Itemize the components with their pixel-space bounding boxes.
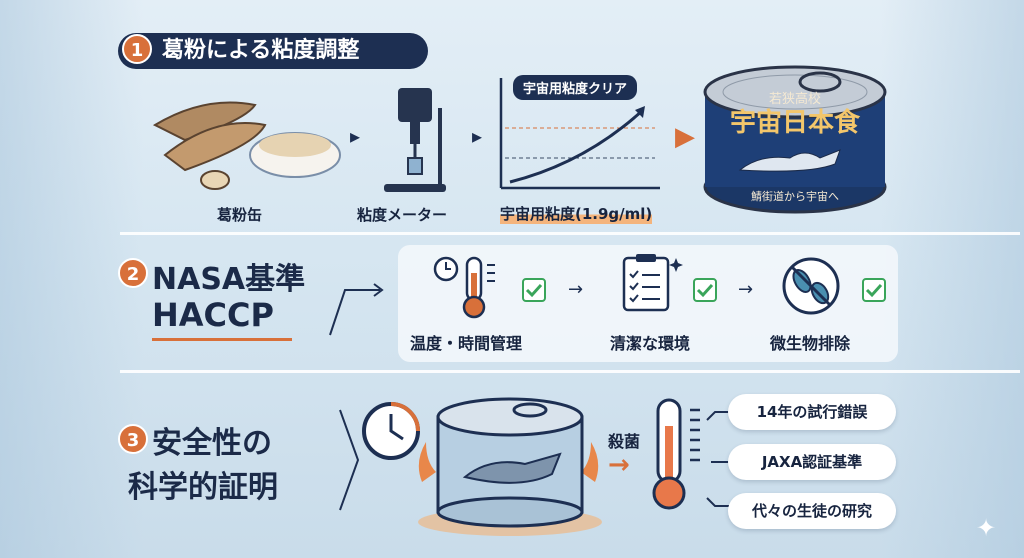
chevron-right-icon [339,409,360,511]
section2-title-line1: NASA基準 [152,262,306,297]
section-divider [120,232,1020,235]
clock-thermometer-icon [433,256,495,319]
section3-number: 3 [118,424,148,454]
step-clean-environment-label: 清潔な環境 [610,334,691,353]
space-food-can-illustration [703,65,887,214]
viscometer-icon [384,88,446,192]
kudzu-can-label: 葛粉缶 [217,206,263,224]
can-school-name: 若狭高校 [768,92,821,107]
step-microbe-elimination-label: 微生物排除 [770,334,851,353]
section3-title-line1: 安全性の [152,426,272,461]
arrow-right-icon: ▸ [350,124,361,148]
viscometer-label: 粘度メーター [357,206,448,224]
section3-title-line2: 科学的証明 [128,470,278,505]
checkmark-icon [693,278,717,302]
no-bacteria-icon [782,257,840,315]
section-divider [120,370,1020,373]
section1-number: 1 [122,34,152,64]
sparkle-icon: ✦ [976,514,997,542]
point-14-years: 14年の試行錯誤 [728,394,896,430]
step-temperature-time-label: 温度・時間管理 [410,334,523,353]
thermometer-icon [652,398,700,510]
section2-title-line2: HACCP [152,296,274,334]
sterilization-label: 殺菌 [608,432,641,451]
point-jaxa-standard: JAXA認証基準 [728,444,896,480]
clock-icon [362,402,420,460]
arrow-right-icon: ▸ [472,124,483,148]
arrow-right-icon: → [568,279,584,300]
viscosity-chart-icon [499,78,660,190]
arrow-right-icon: ▶ [675,122,695,152]
space-viscosity-label: 宇宙用粘度(1.9g/ml) [500,203,653,224]
section1-title: 葛粉による粘度調整 [162,38,360,63]
can-tagline: 鯖街道から宇宙へ [751,190,839,203]
arrow-right-icon: → [738,279,754,300]
sterilized-can-illustration [418,397,602,536]
section2-number: 2 [118,258,148,288]
kudzu-root-and-powder-illustration [152,101,341,190]
arrow-right-icon: → [608,450,630,480]
checkmark-icon [522,278,546,302]
connector-lines [706,411,729,507]
checkmark-icon [862,278,886,302]
point-student-research: 代々の生徒の研究 [728,493,896,529]
bracket-arrow-icon [329,283,384,336]
section1-title-badge: 1 葛粉による粘度調整 [118,33,428,69]
can-product-name: 宇宙日本食 [729,108,860,138]
haccp-underline [152,338,292,341]
clipboard-checklist-icon [622,254,683,312]
viscosity-clear-badge: 宇宙用粘度クリア [513,75,638,100]
